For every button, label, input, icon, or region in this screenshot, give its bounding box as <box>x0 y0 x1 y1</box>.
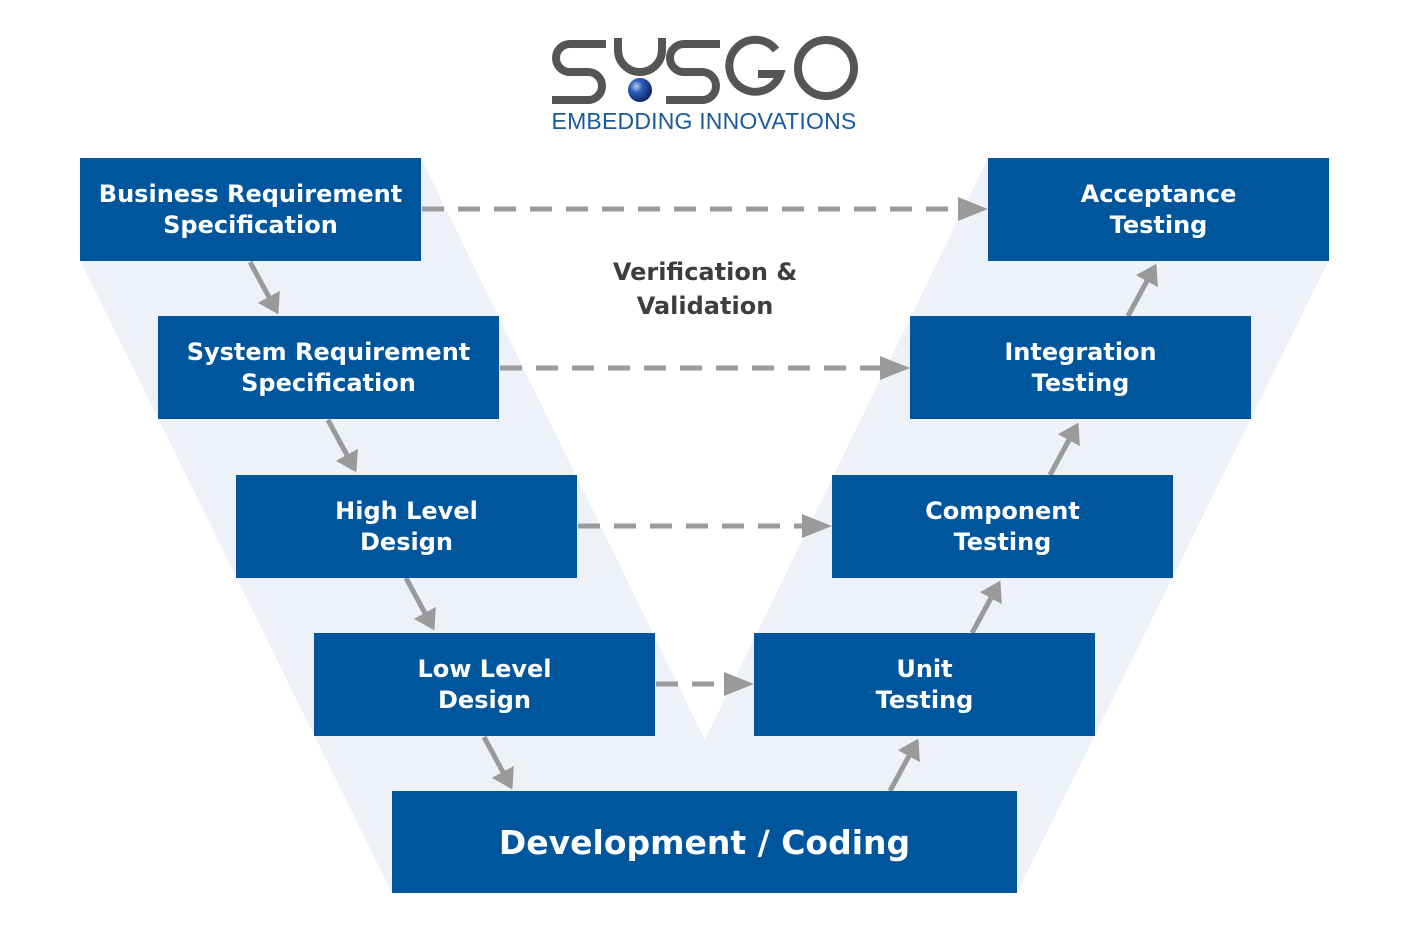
stage-label: Development / Coding <box>498 822 911 862</box>
arrow-up-2 <box>969 580 1002 635</box>
arrow-up-1 <box>887 738 920 793</box>
stage-label-line2: Testing <box>875 685 974 714</box>
stage-label-line1: Integration <box>1004 337 1157 366</box>
sysgo-logo <box>552 35 858 104</box>
stage-label-line2: Specification <box>241 368 416 397</box>
vv-line1: Verification & <box>612 258 798 286</box>
arrow-down-1 <box>247 260 280 315</box>
logo-tagline: EMBEDDING INNOVATIONS <box>551 108 857 134</box>
stage-label-line1: High Level <box>335 496 478 525</box>
stage-label-line2: Design <box>360 527 453 556</box>
stage-label-line2: Testing <box>1031 368 1130 397</box>
verification-validation-label: Verification & Validation <box>555 255 855 323</box>
arrow-down-2 <box>325 418 358 473</box>
arrow-up-4 <box>1125 263 1158 318</box>
down-arrows <box>247 260 514 790</box>
stage-label-line2: Specification <box>163 210 338 239</box>
stage-label-line1: Business Requirement <box>98 179 403 208</box>
stage-label-line2: Design <box>438 685 531 714</box>
stage-label-line1: System Requirement <box>186 337 471 366</box>
dashed-arrows <box>422 206 962 687</box>
arrow-up-3 <box>1047 422 1080 477</box>
stage-label-line1: Unit <box>896 654 953 683</box>
vv-line2: Validation <box>636 292 774 320</box>
arrow-down-3 <box>403 576 436 631</box>
stage-label-line2: Testing <box>953 527 1052 556</box>
arrow-down-4 <box>481 735 514 790</box>
up-arrows <box>887 263 1158 793</box>
stage-label-line1: Component <box>925 496 1080 525</box>
stage-label-line2: Testing <box>1109 210 1208 239</box>
stage-label-line1: Low Level <box>417 654 552 683</box>
stage-development-coding: Development / Coding <box>392 791 1017 893</box>
stage-label-line1: Acceptance <box>1080 179 1237 208</box>
